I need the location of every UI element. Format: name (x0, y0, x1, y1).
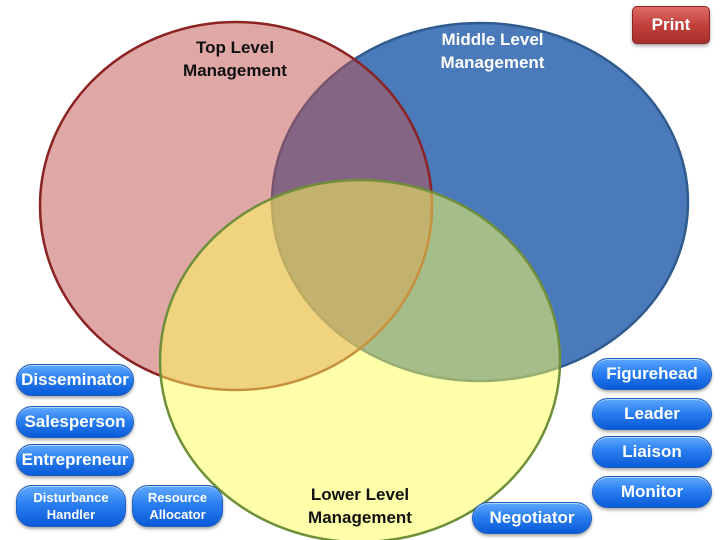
print-button[interactable]: Print (632, 6, 710, 44)
lower-level-label: Lower Level Management (308, 485, 412, 527)
role-button-negotiator[interactable]: Negotiator (472, 502, 592, 534)
role-label: Monitor (620, 482, 684, 501)
role-button-salesperson[interactable]: Salesperson (16, 406, 134, 438)
role-button-liaison[interactable]: Liaison (592, 436, 712, 468)
role-button-leader[interactable]: Leader (592, 398, 712, 430)
role-button-disseminator[interactable]: Disseminator (16, 364, 134, 396)
role-button-monitor[interactable]: Monitor (592, 476, 712, 508)
role-label: Disturbance Handler (33, 490, 109, 522)
middle-level-label: Middle Level Management (440, 30, 545, 72)
role-label: Leader (624, 404, 680, 423)
role-label: Liaison (622, 442, 682, 461)
role-button-figurehead[interactable]: Figurehead (592, 358, 712, 390)
role-label: Resource Allocator (147, 490, 208, 522)
role-label: Negotiator (489, 508, 575, 527)
role-button-resource-allocator[interactable]: Resource Allocator (132, 485, 223, 527)
lower-level-circle (158, 178, 562, 540)
role-button-disturbance-handler[interactable]: Disturbance Handler (16, 485, 126, 527)
role-label: Entrepreneur (21, 450, 129, 469)
role-button-entrepreneur[interactable]: Entrepreneur (16, 444, 134, 476)
role-label: Salesperson (24, 412, 126, 431)
role-label: Disseminator (21, 370, 129, 389)
top-level-label: Top Level Management (183, 38, 287, 80)
role-label: Figurehead (606, 364, 698, 383)
